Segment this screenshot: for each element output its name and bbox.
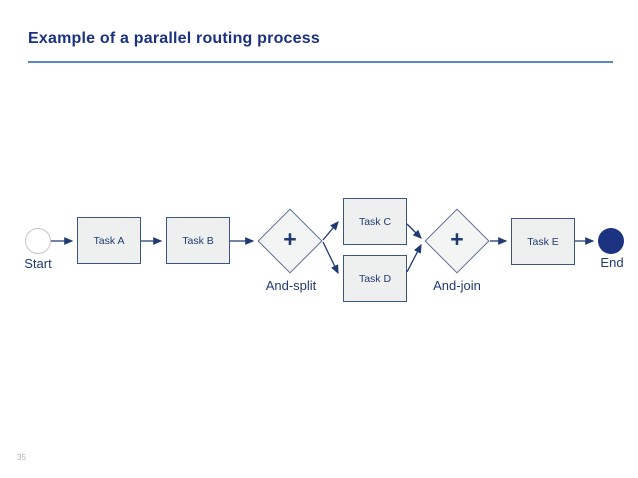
task-e-box: Task E bbox=[511, 218, 575, 265]
arrow-task-c-to-and-join bbox=[406, 223, 422, 239]
task-c-label: Task C bbox=[358, 215, 392, 228]
title-underline bbox=[28, 61, 613, 63]
task-d-box: Task D bbox=[343, 255, 407, 302]
start-event-circle bbox=[25, 228, 51, 254]
task-b-label: Task B bbox=[182, 234, 214, 247]
page-number: 35 bbox=[17, 453, 26, 462]
and-join-label: And-join bbox=[433, 278, 481, 293]
task-d-label: Task D bbox=[358, 272, 392, 285]
task-c-box: Task C bbox=[343, 198, 407, 245]
and-join-plus-icon: + bbox=[450, 225, 464, 252]
end-event-circle bbox=[598, 228, 624, 254]
end-label: End bbox=[600, 255, 624, 270]
task-a-box: Task A bbox=[77, 217, 141, 264]
start-label: Start bbox=[24, 256, 52, 271]
arrow-task-d-to-and-join bbox=[406, 243, 422, 273]
and-split-label: And-split bbox=[265, 278, 317, 293]
task-e-label: Task E bbox=[527, 235, 559, 248]
arrow-and-split-to-task-c bbox=[322, 221, 339, 241]
task-a-label: Task A bbox=[93, 234, 125, 247]
task-b-box: Task B bbox=[166, 217, 230, 264]
arrow-and-split-to-task-d bbox=[322, 241, 339, 275]
page-title: Example of a parallel routing process bbox=[28, 30, 320, 47]
and-split-plus-icon: + bbox=[283, 225, 297, 252]
